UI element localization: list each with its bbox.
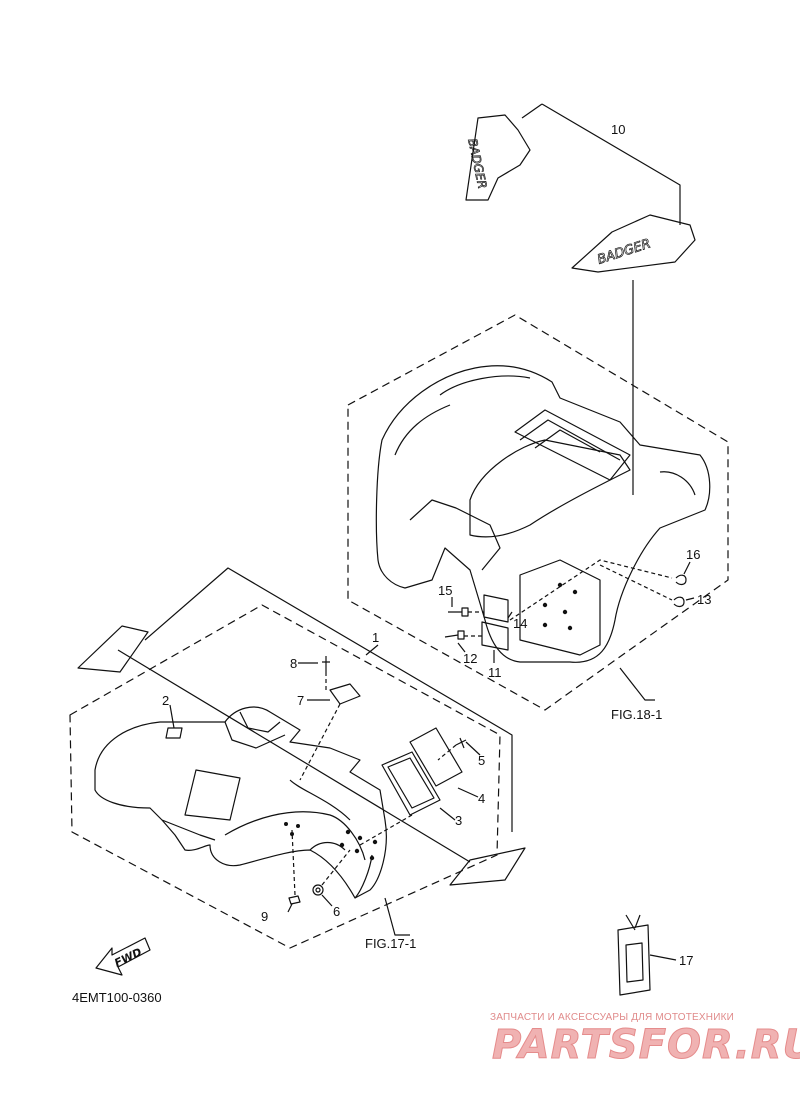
front-fender (94, 706, 387, 899)
callout-2: 2 (162, 693, 170, 708)
callout-4: 4 (478, 791, 486, 806)
figure-ref-rear: FIG.18-1 (611, 707, 663, 722)
screw-12 (444, 630, 465, 640)
clip-13 (673, 596, 685, 608)
front-plate-4 (409, 727, 463, 787)
callout-17: 17 (679, 953, 694, 968)
fwd-arrow-text: FWD (112, 945, 144, 969)
fwd-arrow: FWD (95, 937, 151, 976)
callout-5: 5 (478, 753, 486, 768)
callout-11: 11 (488, 665, 502, 680)
front-flag-right (449, 847, 526, 886)
front-plate-3 (381, 751, 441, 816)
screw-15 (448, 607, 469, 617)
leader-10 (541, 103, 681, 225)
bolt-8 (322, 656, 330, 672)
tag-17 (617, 914, 677, 996)
callout-13: 13 (697, 592, 712, 607)
front-flag-left (77, 625, 149, 673)
callout-1: 1 (372, 630, 380, 645)
decal-lower-text: BADGER (596, 237, 653, 268)
callout-7: 7 (297, 693, 305, 708)
callout-12: 12 (463, 651, 478, 666)
rear-plate-14 (483, 594, 509, 623)
rear-plate-11 (481, 621, 509, 651)
watermark-tagline: ЗАПЧАСТИ И АКСЕССУАРЫ ДЛЯ МОТОТЕХНИКИ (490, 1012, 735, 1023)
front-fender-group-outline (69, 604, 501, 949)
front-plate-7 (329, 683, 361, 705)
clip-16 (675, 574, 687, 586)
diagram-code: 4EMT100-0360 (72, 990, 162, 1005)
front-decal-2 (165, 727, 183, 739)
callout-15: 15 (438, 583, 453, 598)
rear-fender-group-outline (347, 314, 729, 711)
callout-16: 16 (686, 547, 701, 562)
decal-lower: BADGER (571, 214, 696, 273)
nut-6 (312, 884, 324, 896)
callout-10: 10 (611, 122, 626, 137)
callout-14: 14 (513, 616, 528, 631)
decal-upper: BADGER (465, 114, 531, 201)
washer-9 (288, 895, 301, 905)
callout-3: 3 (455, 813, 463, 828)
rear-fender (375, 365, 711, 663)
callout-6: 6 (333, 904, 341, 919)
callout-9: 9 (261, 909, 269, 924)
watermark-logo: PARTSFOR.RU (491, 1022, 800, 1069)
figure-ref-front: FIG.17-1 (365, 936, 417, 951)
callout-8: 8 (290, 656, 298, 671)
bolt-5 (455, 737, 467, 749)
